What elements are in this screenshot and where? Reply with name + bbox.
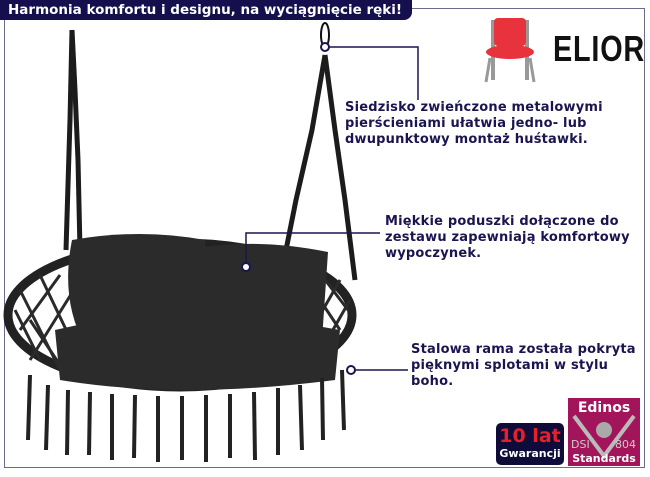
callout-line: pięknymi splotami w stylu <box>411 358 609 373</box>
callout-rings: Siedzisko zwieńczone metalowymi pierście… <box>345 100 603 148</box>
callout-frame: Stalowa rama została pokryta pięknymi sp… <box>411 342 636 390</box>
callout-dots <box>241 42 356 375</box>
ropes <box>63 29 358 281</box>
edinos-title: Edinos <box>577 400 631 416</box>
callout-leader-lines <box>245 46 419 371</box>
callout-line: Siedzisko zwieńczone metalowymi <box>345 100 603 115</box>
callout-line: wypoczynek. <box>385 246 482 261</box>
callout-line: zestawu zapewniają komfortowy <box>385 230 630 245</box>
edinos-standards-badge: Edinos DSI 804 Standards <box>568 398 640 466</box>
callout-line: boho. <box>411 374 454 389</box>
checkmark-icon <box>572 414 636 460</box>
chair-logo-icon <box>484 18 536 83</box>
cushions <box>55 234 340 390</box>
fringe-tassels <box>26 369 346 462</box>
edinos-number: 804 <box>615 438 636 451</box>
callout-line: Stalowa rama została pokryta <box>411 342 636 357</box>
callout-cushions: Miękkie poduszki dołączone do zestawu za… <box>385 214 630 262</box>
callout-line: pierścieniami ułatwia jedno- lub <box>345 116 587 131</box>
page-title: Harmonia komfortu i designu, na wyciągni… <box>0 0 413 20</box>
warranty-years: 10 lat <box>499 425 561 447</box>
brand-logo: ELIOR <box>553 28 646 69</box>
callout-line: dwupunktowy montaż huśtawki. <box>345 132 588 147</box>
warranty-label: Gwarancji <box>499 447 561 460</box>
warranty-badge: 10 lat Gwarancji <box>496 423 564 465</box>
edinos-dsi: DSI <box>571 438 590 451</box>
callout-line: Miękkie poduszki dołączone do <box>385 214 619 229</box>
edinos-standards: Standards <box>572 452 636 465</box>
